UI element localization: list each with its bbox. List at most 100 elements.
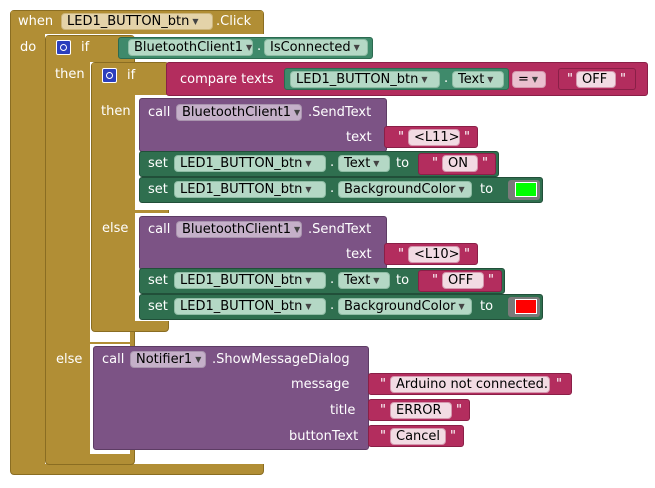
dot-separator: . bbox=[330, 181, 335, 196]
do-label: do bbox=[20, 40, 37, 55]
off-string-value: OFF bbox=[582, 72, 608, 87]
off-value-string-input[interactable]: OFF bbox=[442, 272, 484, 289]
close-quote: " bbox=[556, 377, 562, 392]
set-label: set bbox=[148, 156, 168, 171]
set-property-label: Text bbox=[344, 156, 371, 171]
open-quote: " bbox=[398, 247, 404, 262]
to-label: to bbox=[396, 156, 410, 171]
l11-string-value: <L11> bbox=[414, 130, 460, 145]
button-text-arg-label: buttonText bbox=[289, 429, 359, 444]
then-label: then bbox=[55, 67, 85, 82]
message-string-input[interactable]: Arduino not connected. bbox=[390, 376, 550, 393]
send-component-dropdown[interactable]: BluetoothClient1▼ bbox=[176, 104, 302, 121]
set-component-label: LED1_BUTTON_btn bbox=[180, 299, 303, 314]
set-component-dropdown[interactable]: LED1_BUTTON_btn▼ bbox=[174, 155, 326, 172]
set-property-label: BackgroundColor bbox=[344, 182, 456, 197]
event-component-label: LED1_BUTTON_btn bbox=[67, 14, 190, 29]
on-string-value: ON bbox=[448, 156, 468, 171]
l10-string-value: <L10> bbox=[414, 247, 460, 262]
to-label: to bbox=[480, 182, 494, 197]
mutator-gear-icon[interactable] bbox=[102, 68, 117, 83]
set-property-dropdown[interactable]: BackgroundColor▼ bbox=[338, 298, 472, 315]
chevron-down-icon: ▼ bbox=[458, 185, 465, 194]
open-quote: " bbox=[398, 130, 404, 145]
set-property-dropdown[interactable]: Text▼ bbox=[338, 155, 390, 172]
compare-property-label: Text bbox=[458, 72, 485, 87]
set-property-label: BackgroundColor bbox=[344, 299, 456, 314]
close-quote: " bbox=[488, 273, 494, 288]
method-label: .SendText bbox=[308, 222, 372, 237]
chevron-down-icon: ▼ bbox=[373, 159, 380, 168]
close-quote: " bbox=[482, 156, 488, 171]
set-label: set bbox=[148, 273, 168, 288]
if-label: if bbox=[127, 68, 136, 83]
title-string-input[interactable]: ERROR bbox=[390, 402, 452, 419]
chevron-down-icon: ▼ bbox=[305, 159, 312, 168]
close-quote: " bbox=[450, 429, 456, 444]
else-label: else bbox=[102, 221, 129, 236]
l11-string-input[interactable]: <L11> bbox=[408, 129, 460, 146]
to-label: to bbox=[480, 299, 494, 314]
set-property-dropdown[interactable]: Text▼ bbox=[338, 272, 390, 289]
button-string-input[interactable]: Cancel bbox=[390, 428, 446, 445]
notifier-component-label: Notifier1 bbox=[136, 352, 193, 367]
set-component-dropdown[interactable]: LED1_BUTTON_btn▼ bbox=[174, 272, 326, 289]
compare-property-dropdown[interactable]: Text▼ bbox=[452, 71, 504, 88]
text-arg-label: text bbox=[346, 130, 372, 145]
set-component-dropdown[interactable]: LED1_BUTTON_btn▼ bbox=[174, 181, 326, 198]
call-label: call bbox=[148, 222, 171, 237]
cond-property-dropdown[interactable]: IsConnected▼ bbox=[264, 39, 368, 56]
chevron-down-icon: ▼ bbox=[294, 225, 301, 234]
open-quote: " bbox=[567, 72, 573, 87]
green-color-swatch[interactable] bbox=[515, 182, 537, 197]
cond-component-dropdown[interactable]: BluetoothClient1▼ bbox=[128, 39, 253, 56]
dot-separator: . bbox=[330, 272, 335, 287]
chevron-down-icon: ▼ bbox=[421, 75, 428, 84]
dot-separator: . bbox=[330, 155, 335, 170]
compare-component-dropdown[interactable]: LED1_BUTTON_btn▼ bbox=[290, 71, 440, 88]
set-component-dropdown[interactable]: LED1_BUTTON_btn▼ bbox=[174, 298, 326, 315]
chevron-down-icon: ▼ bbox=[294, 108, 301, 117]
red-color-swatch[interactable] bbox=[515, 299, 537, 314]
chevron-down-icon: ▼ bbox=[192, 17, 199, 26]
close-quote: " bbox=[456, 403, 462, 418]
chevron-down-icon: ▼ bbox=[305, 185, 312, 194]
operator-dropdown[interactable]: =▼ bbox=[512, 71, 546, 88]
send-component-label: BluetoothClient1 bbox=[182, 222, 292, 237]
cond-property-label: IsConnected bbox=[270, 40, 351, 55]
off-value-string-value: OFF bbox=[448, 273, 474, 288]
set-component-label: LED1_BUTTON_btn bbox=[180, 273, 303, 288]
close-quote: " bbox=[620, 72, 626, 87]
dot-separator: . bbox=[444, 71, 449, 86]
dot-separator: . bbox=[257, 39, 262, 54]
open-quote: " bbox=[432, 273, 438, 288]
open-quote: " bbox=[380, 377, 386, 392]
close-quote: " bbox=[464, 130, 470, 145]
message-arg-label: message bbox=[291, 377, 350, 392]
send-component-dropdown[interactable]: BluetoothClient1▼ bbox=[176, 221, 302, 238]
mutator-gear-icon[interactable] bbox=[56, 40, 71, 55]
cond-component-label: BluetoothClient1 bbox=[134, 40, 244, 55]
event-component-dropdown[interactable]: LED1_BUTTON_btn▼ bbox=[61, 13, 213, 30]
event-name-label: .Click bbox=[216, 14, 252, 29]
notifier-component-dropdown[interactable]: Notifier1▼ bbox=[130, 351, 206, 368]
chevron-down-icon: ▼ bbox=[305, 302, 312, 311]
if-label: if bbox=[81, 40, 90, 55]
set-property-dropdown[interactable]: BackgroundColor▼ bbox=[338, 181, 472, 198]
text-arg-label: text bbox=[346, 247, 372, 262]
on-string-input[interactable]: ON bbox=[442, 155, 478, 172]
set-label: set bbox=[148, 299, 168, 314]
chevron-down-icon: ▼ bbox=[531, 75, 539, 84]
l10-string-input[interactable]: <L10> bbox=[408, 246, 460, 263]
off-string-input[interactable]: OFF bbox=[576, 71, 616, 88]
chevron-down-icon: ▼ bbox=[195, 355, 202, 364]
compare-texts-label: compare texts bbox=[180, 72, 274, 87]
chevron-down-icon: ▼ bbox=[458, 302, 465, 311]
set-component-label: LED1_BUTTON_btn bbox=[180, 182, 303, 197]
else-label: else bbox=[56, 352, 83, 367]
button-string-value: Cancel bbox=[396, 429, 441, 444]
call-label: call bbox=[102, 352, 125, 367]
then-label: then bbox=[101, 104, 131, 119]
chevron-down-icon: ▼ bbox=[305, 276, 312, 285]
call-label: call bbox=[148, 105, 171, 120]
